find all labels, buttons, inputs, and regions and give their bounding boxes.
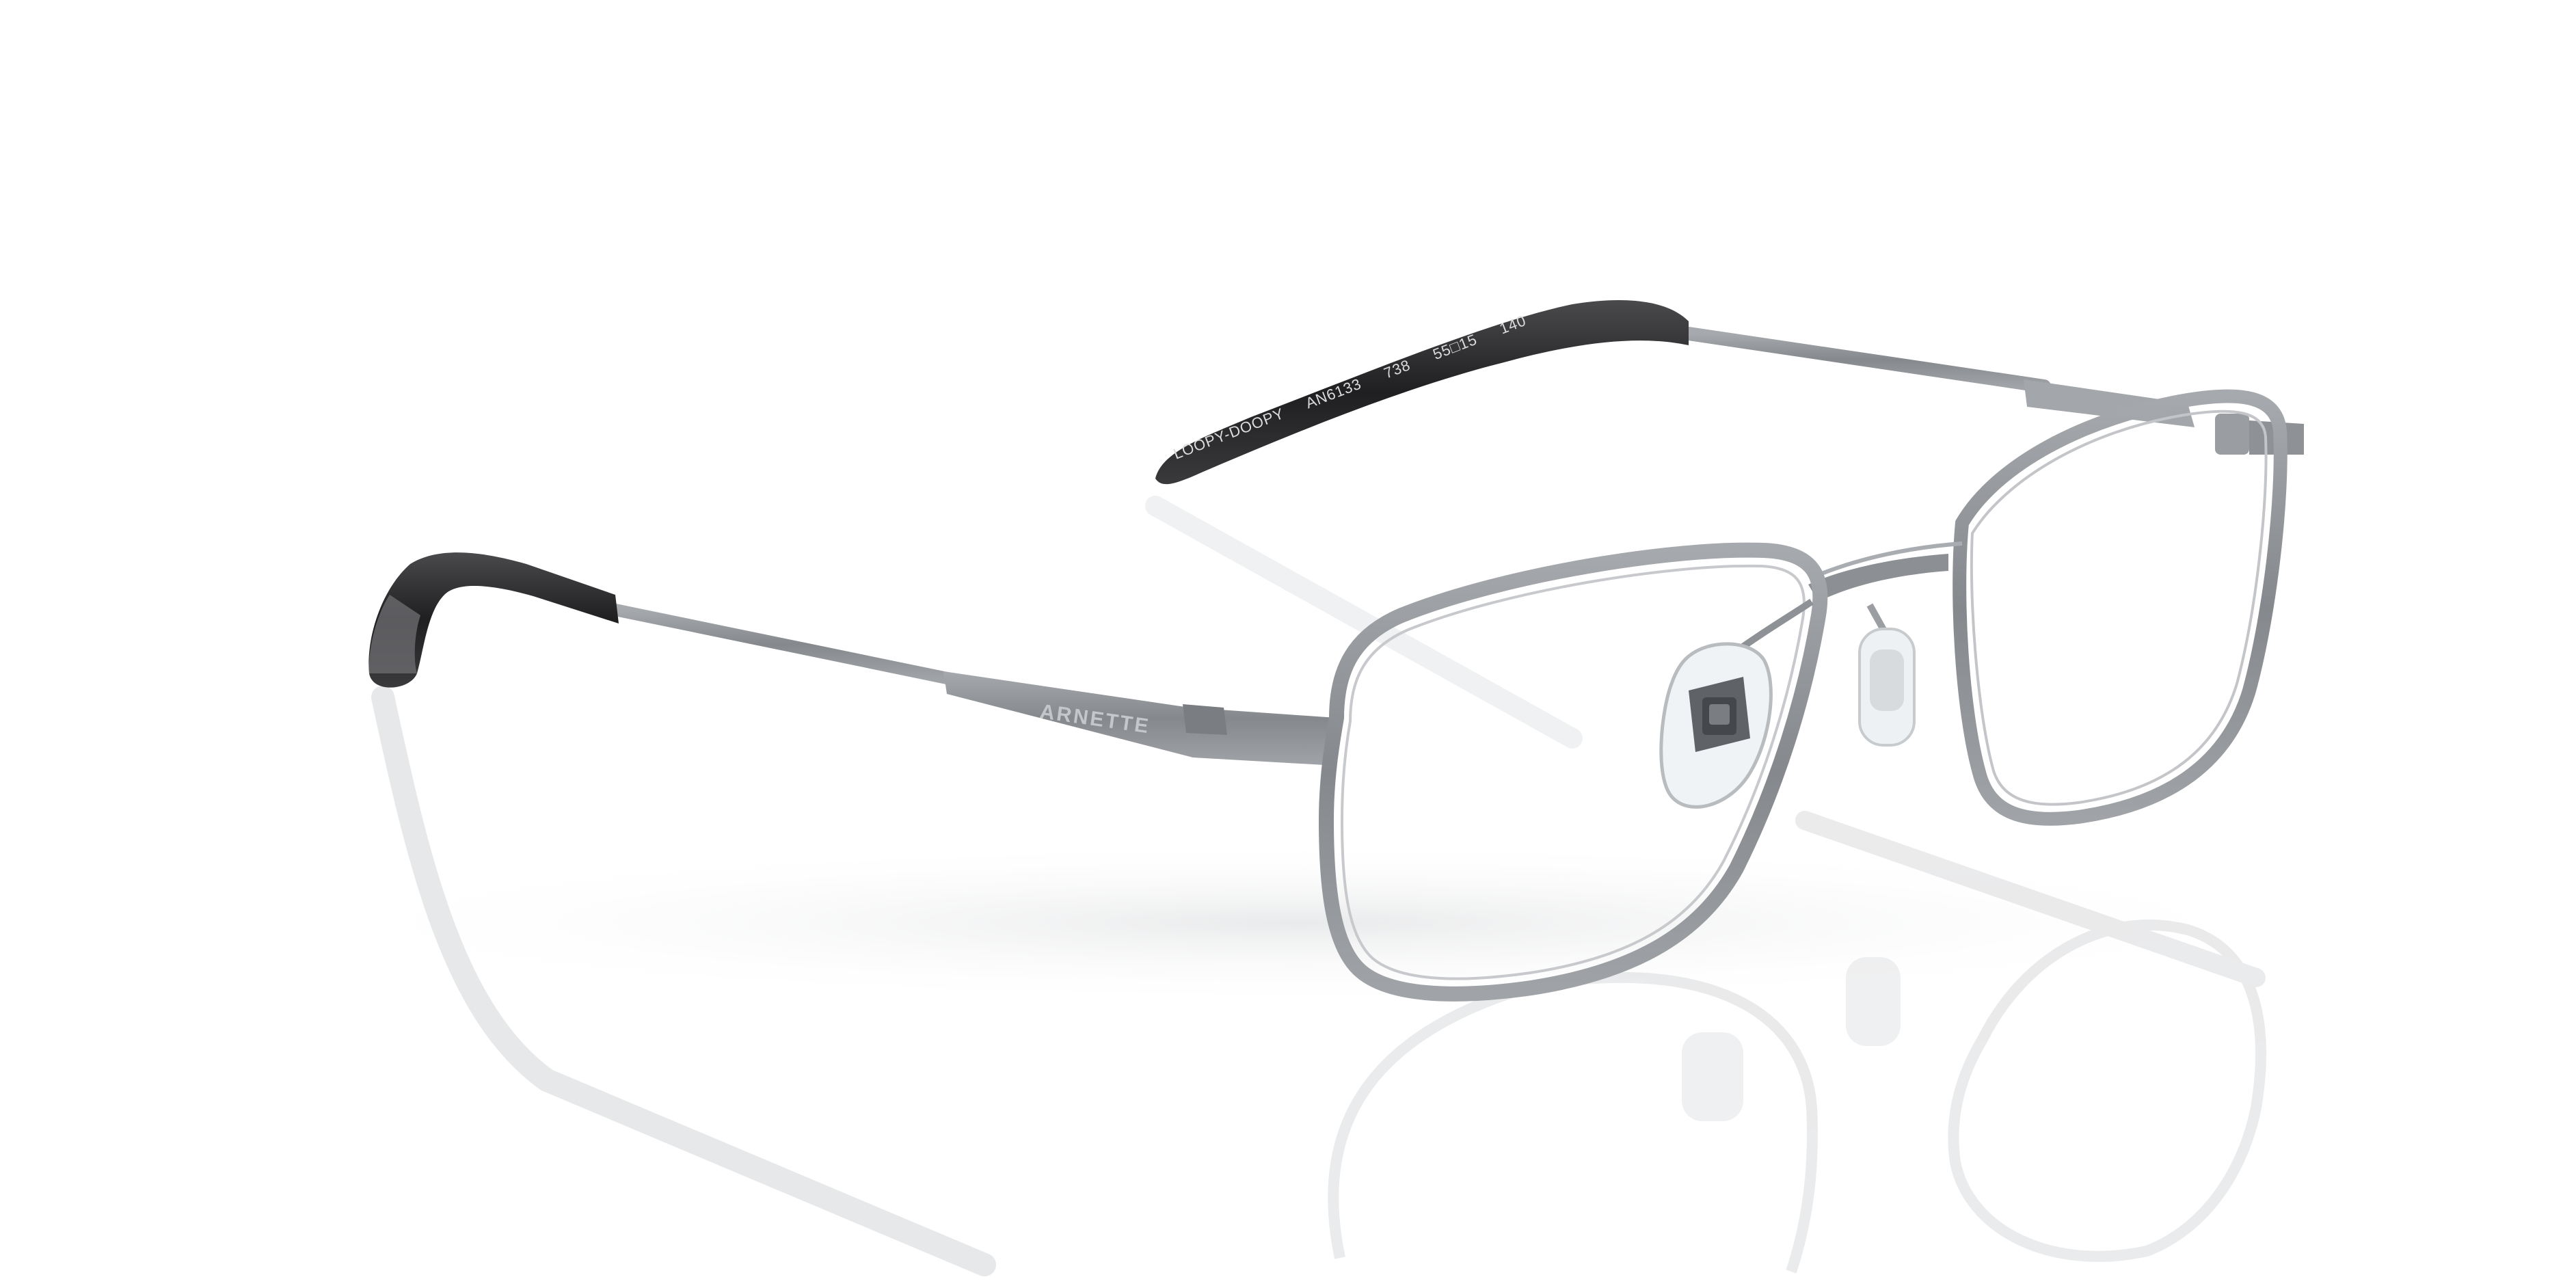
frame-reflection xyxy=(371,496,2266,1276)
svg-text:LOOPY-DOOPY AN6133: LOOPY-DOOPY AN6133 738 55□15 140 xyxy=(1171,312,1529,463)
left-lens-rim xyxy=(1318,542,1828,1002)
ground-shadow xyxy=(273,841,2324,1005)
left-temple-tip xyxy=(368,552,619,688)
left-temple-endpiece xyxy=(943,671,1337,766)
left-nose-pad xyxy=(1659,598,1814,809)
right-lens-rim xyxy=(1953,389,2287,826)
temple-print: LOOPY-DOOPY AN6133 738 55□15 140 xyxy=(1171,312,1529,463)
bridge xyxy=(1808,554,1948,602)
left-temple xyxy=(368,552,1337,766)
right-temple-tip xyxy=(1155,299,1689,485)
right-nose-pad xyxy=(1858,603,1916,747)
